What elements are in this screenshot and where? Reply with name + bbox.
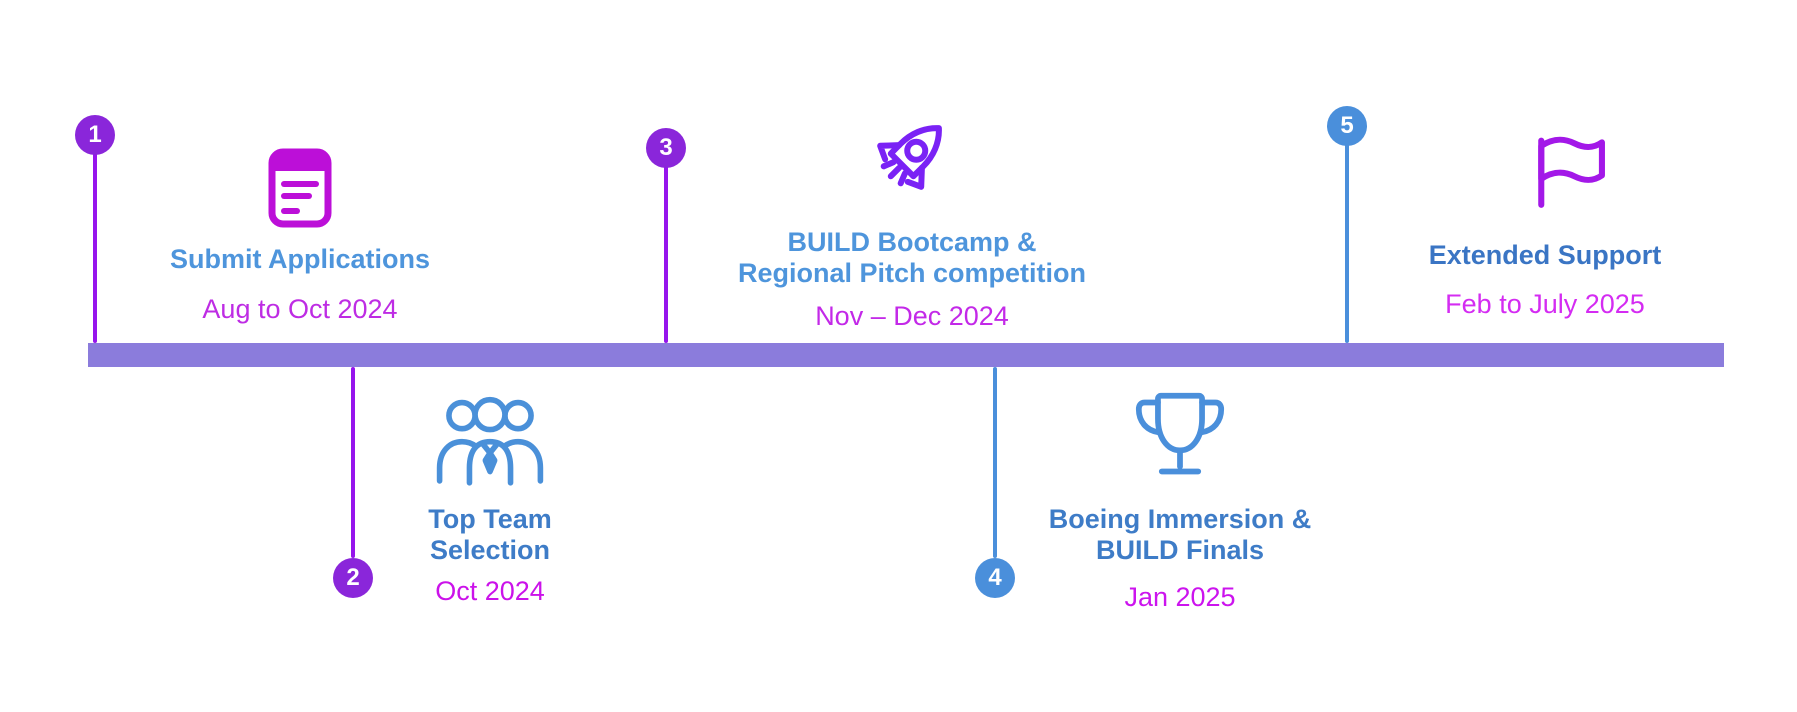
milestone-5-content: Extended Support Feb to July 2025 <box>1345 132 1745 320</box>
document-icon <box>100 148 500 228</box>
milestone-2-title: Top Team Selection <box>428 504 552 565</box>
milestone-3-marker: 3 <box>646 128 686 168</box>
milestone-1-date: Aug to Oct 2024 <box>202 294 398 324</box>
milestone-4-title: Boeing Immersion & BUILD Finals <box>1048 504 1312 565</box>
milestone-4-marker: 4 <box>975 558 1015 598</box>
milestone-5-connector <box>1345 142 1349 343</box>
milestone-3-connector <box>664 164 668 343</box>
milestone-4-connector <box>993 367 997 558</box>
milestone-1-marker: 1 <box>75 115 115 155</box>
trophy-icon <box>980 390 1380 482</box>
milestone-2-marker: 2 <box>333 558 373 598</box>
milestone-2-content: Top Team Selection Oct 2024 <box>290 388 690 607</box>
milestone-3-date: Nov – Dec 2024 <box>815 301 1009 331</box>
milestone-3-title: BUILD Bootcamp & Regional Pitch competit… <box>737 227 1087 288</box>
milestone-4-date: Jan 2025 <box>1124 582 1236 612</box>
milestone-5-title: Extended Support <box>1428 240 1662 270</box>
milestone-1-connector <box>93 150 97 343</box>
team-icon <box>290 388 690 488</box>
milestone-1-title: Submit Applications <box>169 244 430 274</box>
milestone-3-content: BUILD Bootcamp & Regional Pitch competit… <box>682 113 1142 332</box>
flag-icon <box>1345 132 1745 210</box>
milestone-5-date: Feb to July 2025 <box>1445 289 1645 319</box>
milestone-4-content: Boeing Immersion & BUILD Finals Jan 2025 <box>980 390 1380 613</box>
milestone-2-date: Oct 2024 <box>435 576 545 606</box>
milestone-5-marker: 5 <box>1327 106 1367 146</box>
rocket-icon <box>682 113 1142 213</box>
milestone-1-content: Submit Applications Aug to Oct 2024 <box>100 148 500 325</box>
milestone-2-connector <box>351 367 355 558</box>
timeline-bar <box>88 343 1724 367</box>
